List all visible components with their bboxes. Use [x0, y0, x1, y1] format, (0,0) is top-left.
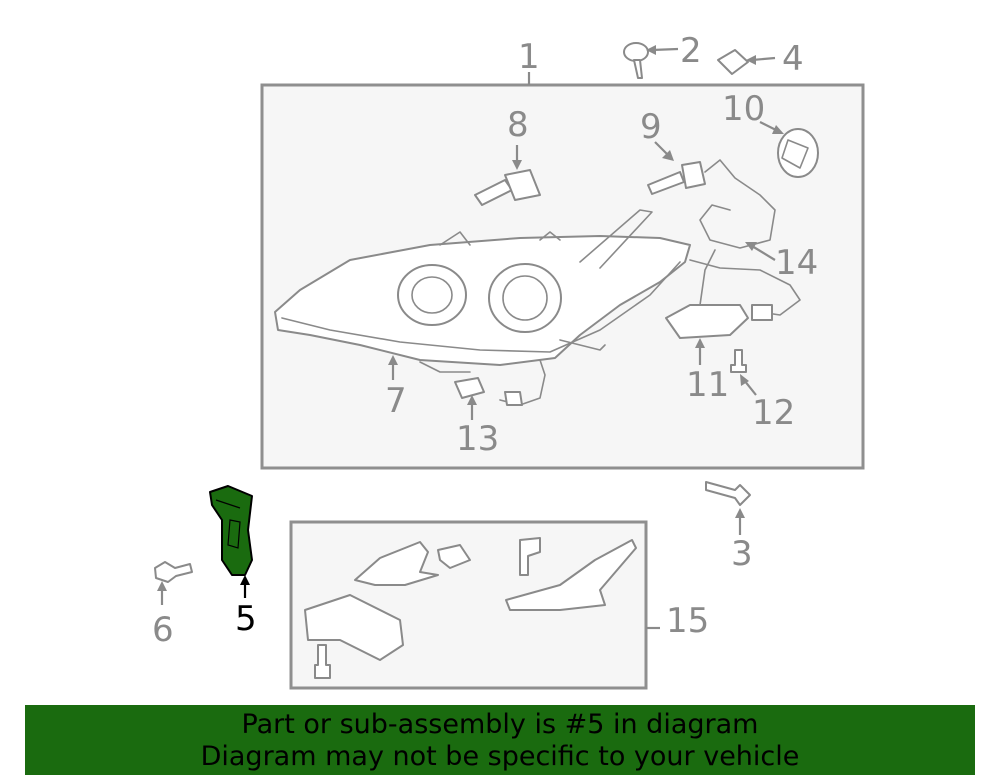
bolt-part-12 [730, 349, 747, 373]
callout-2: 2 [680, 31, 702, 71]
cap-part-10 [777, 128, 819, 178]
bulb-part-9 [647, 159, 776, 249]
callout-9: 9 [640, 107, 662, 147]
banner-line-1: Part or sub-assembly is #5 in diagram [241, 709, 759, 740]
callout-15: 15 [666, 601, 709, 641]
callout-4: 4 [782, 39, 804, 79]
bolt-part-3 [705, 481, 751, 506]
callout-3: 3 [731, 534, 753, 574]
callout-14: 14 [775, 243, 818, 283]
callout-13: 13 [456, 419, 499, 459]
bolt-part-6 [154, 561, 193, 583]
callout-5-highlighted: 5 [235, 599, 257, 639]
callout-8: 8 [507, 105, 529, 145]
callout-11: 11 [686, 365, 729, 405]
ballast-and-wiring [665, 249, 801, 339]
callout-1: 1 [518, 37, 540, 77]
banner-line-2: Diagram may not be specific to your vehi… [200, 741, 800, 772]
callout-7: 7 [385, 381, 407, 421]
nut-part-4 [717, 49, 749, 75]
bulb-part-8 [474, 169, 541, 206]
callout-12: 12 [752, 393, 795, 433]
leader-lines [157, 45, 784, 630]
callout-6: 6 [152, 610, 174, 650]
parts-diagram: 1 2 4 8 9 10 14 11 12 7 13 3 6 5 15 [152, 31, 865, 690]
bracket-part-5-highlighted [209, 485, 253, 576]
screw-part-2 [623, 42, 649, 79]
headlamp-housing [274, 209, 691, 373]
bracket-kit-parts [304, 537, 637, 679]
socket-part-13 [454, 359, 546, 406]
info-banner: Part or sub-assembly is #5 in diagram Di… [25, 705, 975, 775]
callout-10: 10 [722, 89, 765, 129]
